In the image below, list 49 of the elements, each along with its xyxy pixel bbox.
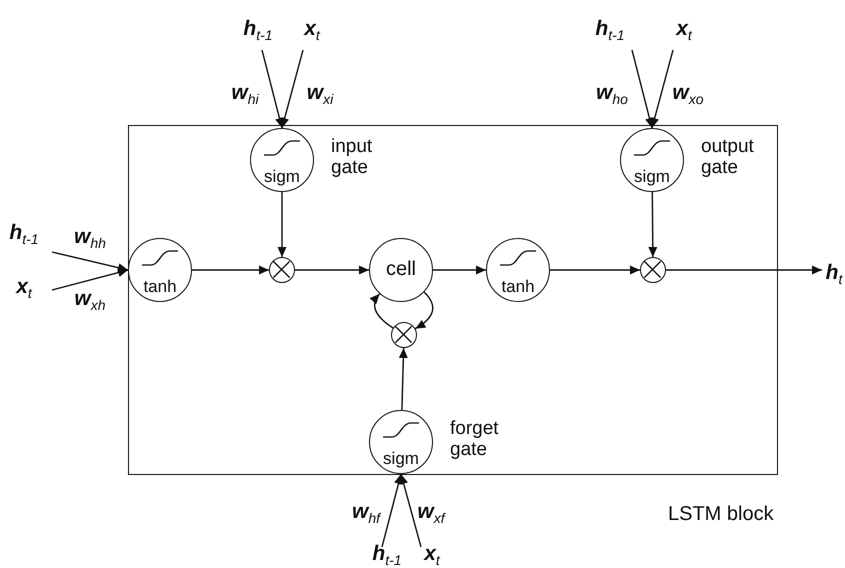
variable-label: x$_{t}$ [16,274,32,306]
arrow [550,266,640,274]
node-label: sigm [633,168,671,186]
weight-label: w$_{xi}$ [306,80,334,110]
weight-label: w$_{hh}$ [74,224,106,254]
activation-node [369,238,433,302]
weight-label: w$_{xo}$ [672,80,704,110]
variable-label: x$_{t}$ [304,16,320,48]
weight-label: w$_{xf}$ [417,500,445,528]
gate-label: forget gate [450,418,500,460]
arrow [370,293,394,329]
arrow [648,192,658,257]
gate-label: input gate [331,136,374,178]
weight-label: w$_{hi}$ [231,80,259,110]
variable-label: h$_{t}$ [826,260,842,292]
variable-label: h$_{t-1}$ [372,542,402,568]
variable-label: x$_{t}$ [676,16,692,48]
node-label: tanh [500,278,536,296]
arrow [280,50,304,128]
node-label: sigm [263,168,301,186]
multiply-node [640,257,666,283]
arrow [399,474,422,548]
block-title: LSTM block [668,503,774,526]
arrow [433,266,486,274]
arrow [52,251,128,272]
node-label: cell [384,260,417,278]
arrow [414,292,434,330]
gate-label: output gate [701,136,755,178]
arrow [261,50,284,128]
weight-label: w$_{hf}$ [352,500,380,528]
arrow [381,474,403,548]
variable-label: h$_{t-1}$ [243,16,273,48]
arrow [52,268,128,291]
node-label: tanh [142,278,178,296]
node-label: sigm [382,450,420,468]
arrow [278,192,286,257]
arrow [631,50,654,128]
multiply-node [391,322,417,348]
weight-label: w$_{ho}$ [596,80,628,110]
arrow [398,348,408,410]
multiply-node [269,257,295,283]
arrow [192,266,269,274]
arrow [666,266,822,274]
variable-label: h$_{t-1}$ [9,220,39,252]
variable-label: h$_{t-1}$ [595,16,625,48]
variable-label: x$_{t}$ [424,542,440,568]
arrow [650,50,674,128]
weight-label: w$_{xh}$ [74,286,106,316]
arrow [295,266,369,274]
